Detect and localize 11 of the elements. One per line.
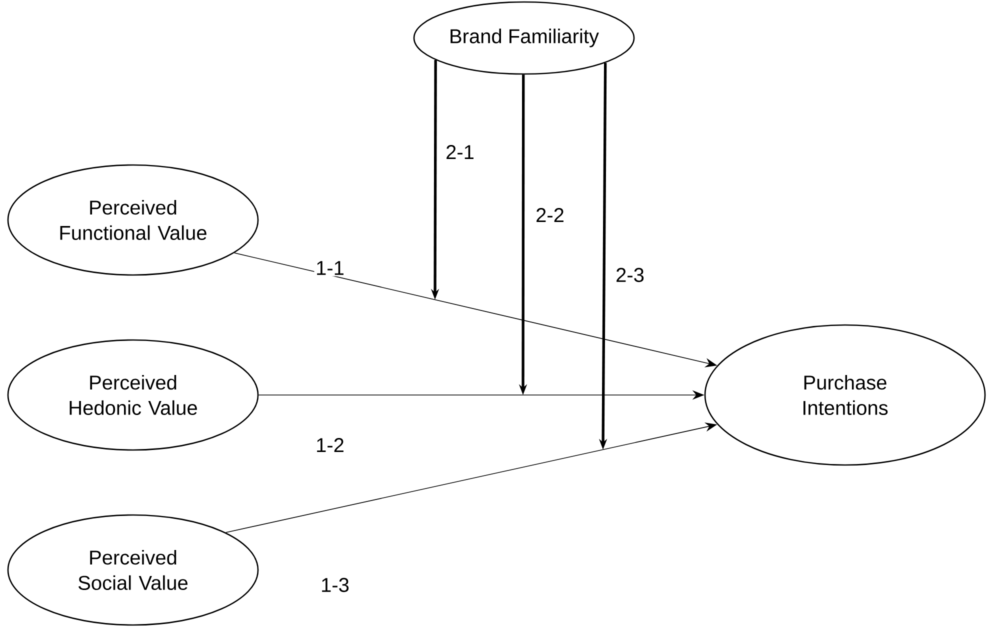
ellipse-node: Perceived Functional Value (7, 164, 259, 276)
ellipse-node: Perceived Social Value (7, 514, 259, 626)
edge-label: 2-2 (534, 206, 566, 224)
edge-label: 1-3 (319, 576, 351, 594)
ellipse-node: Brand Familiarity (413, 1, 635, 75)
ellipse-node: Purchase Intentions (704, 324, 986, 466)
edge-label: 1-1 (314, 260, 346, 276)
ellipse-node: Perceived Hedonic Value (7, 339, 259, 451)
edge-label: 2-3 (614, 266, 646, 284)
edge-label: 2-1 (444, 144, 476, 160)
edge-label: 1-2 (314, 436, 346, 454)
